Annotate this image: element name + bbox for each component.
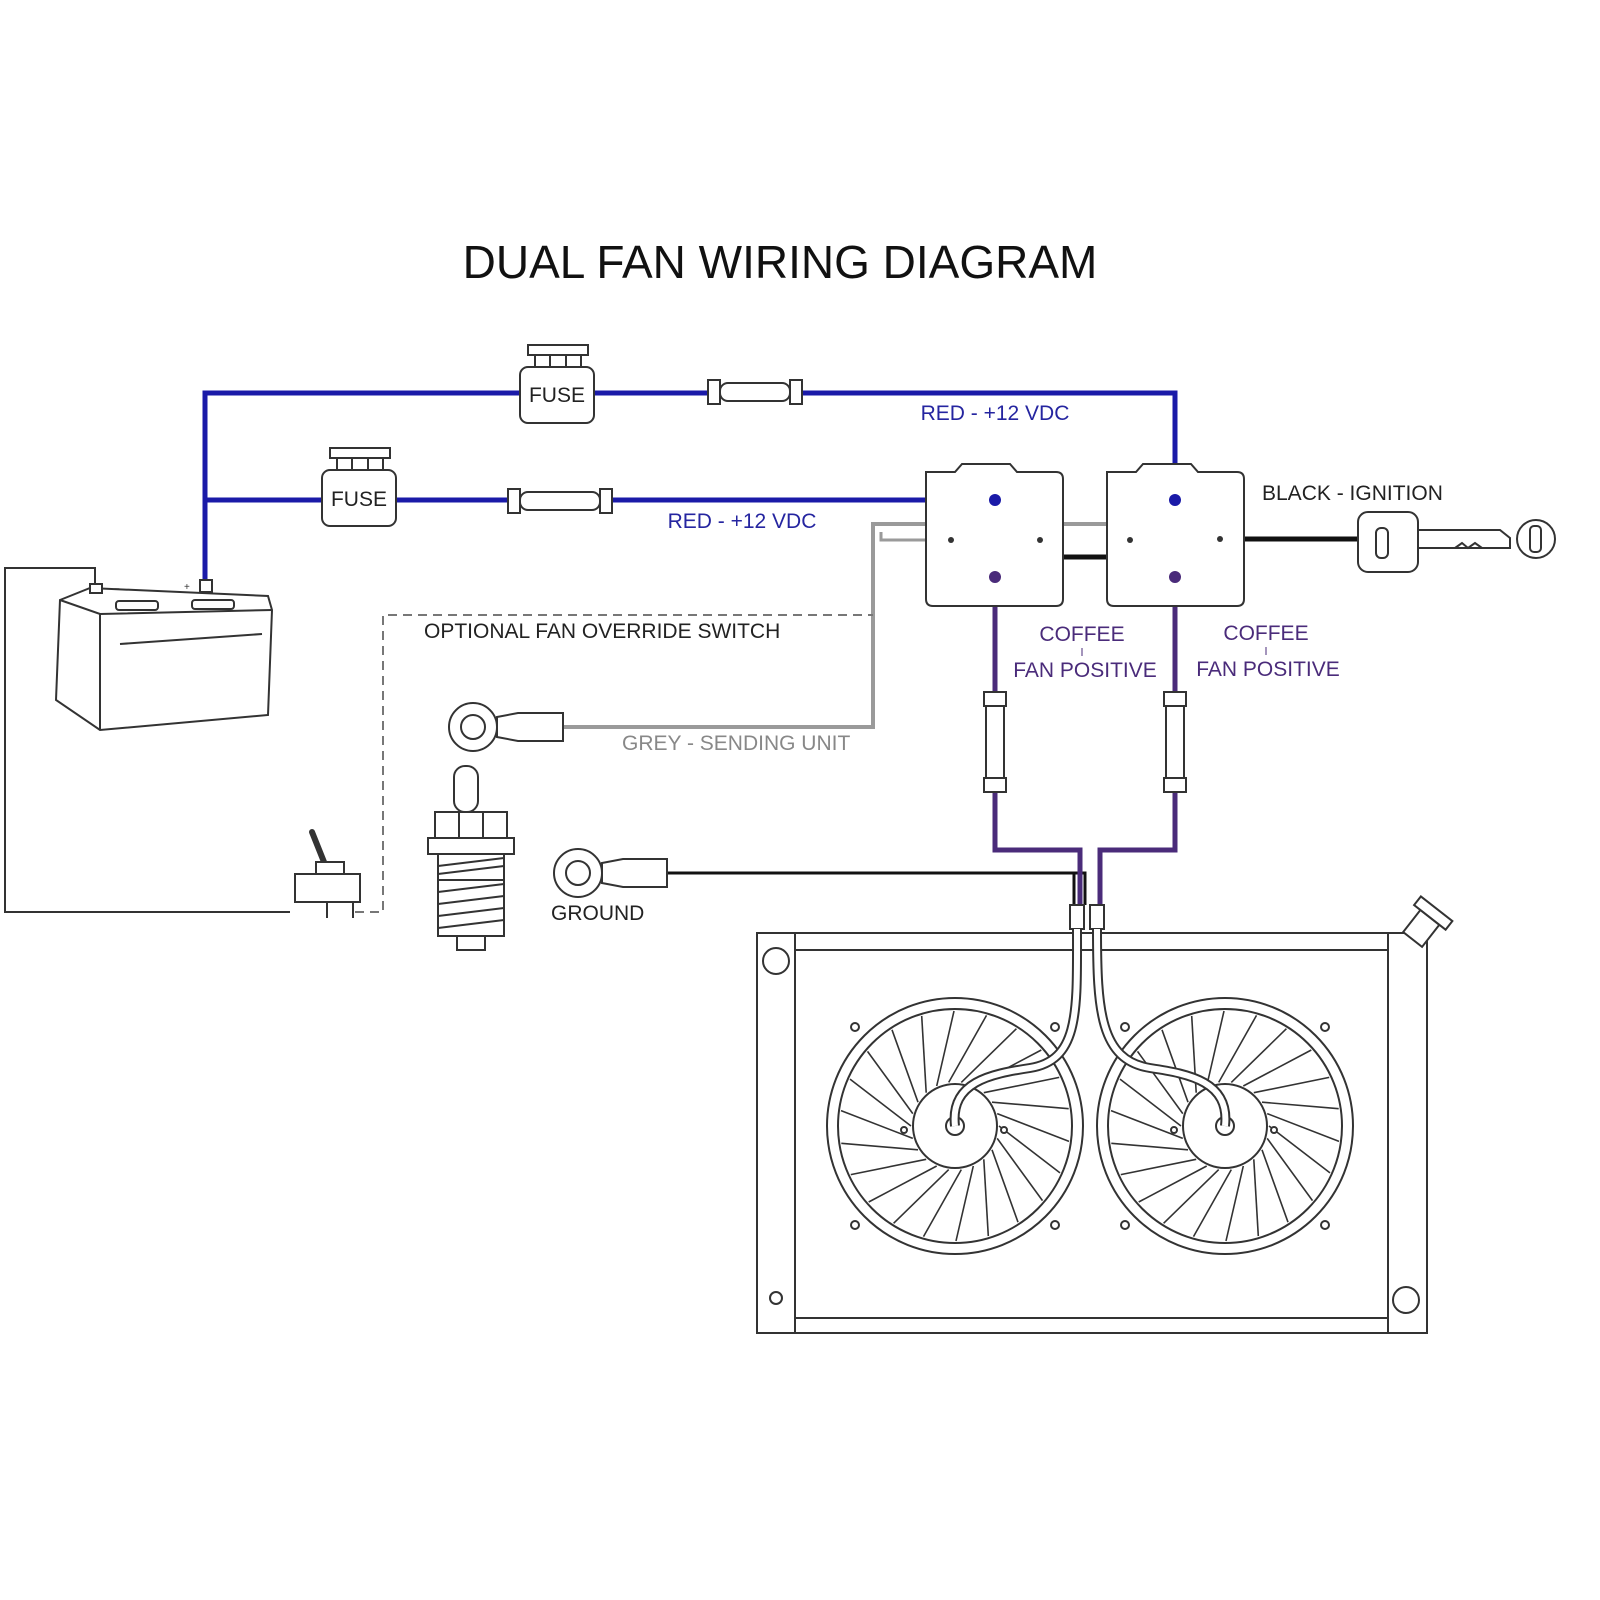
override-switch-label: OPTIONAL FAN OVERRIDE SWITCH [424,620,780,643]
fan-blade [866,1050,914,1115]
battery-icon: − + [54,579,274,732]
fan-blade [1261,1149,1289,1223]
relay-right [1106,463,1245,607]
fan-positive-left-line2: FAN POSITIVE [1013,659,1157,682]
fan-blade [1242,1049,1312,1087]
fuse-upper: FUSE [519,344,595,424]
fan-wire-harness [949,928,1231,1127]
override-switch-wire [4,567,290,913]
fuse-lower: FUSE [321,447,397,527]
fan-blade [935,1010,955,1087]
fan-blade [920,1015,927,1093]
fan-blade [1111,1142,1189,1151]
fuse-lower-label: FUSE [331,488,387,511]
red-wire-upper-label: RED - +12 VDC [921,402,1070,425]
fan-blade [1120,1158,1197,1176]
fan-blade [960,1028,1017,1083]
fan-blade [998,1125,1061,1174]
svg-text:+: + [184,582,190,593]
temperature-sending-unit-icon [427,765,515,951]
fan-blade [991,1101,1069,1110]
fan-harness-connector [1069,904,1105,930]
relay-left [925,463,1064,607]
fan-positive-right-line1: COFFEE [1223,622,1308,645]
fan-blade [983,1159,990,1237]
fan-blade [1230,1028,1287,1083]
fan-blade [1225,1165,1245,1242]
fan-blade [849,1078,912,1127]
fan-connector-right [1163,691,1187,793]
butt-connector-upper [707,379,803,405]
red-wire-lower-label: RED - +12 VDC [668,510,817,533]
black-wire-label: BLACK - IGNITION [1262,482,1443,505]
red-wire-upper [202,390,1178,590]
fan-blade [983,1076,1060,1094]
grey-wire-label: GREY - SENDING UNIT [622,732,850,755]
butt-connector-lower [507,488,613,514]
fan-blade [1161,1029,1189,1103]
ground-ring-terminal [553,848,668,898]
fan-blade [1268,1125,1331,1174]
sending-unit-ring-terminal [448,702,564,752]
override-toggle-switch-icon [294,829,361,918]
fan-positive-right-line2: FAN POSITIVE [1196,658,1340,681]
fan-blade [1119,1078,1182,1127]
fan-blade [996,1112,1070,1143]
fuse-upper-label: FUSE [529,384,585,407]
fan-connector-left [983,691,1007,793]
fan-blade [1136,1050,1184,1115]
fan-blade [850,1158,927,1176]
override-dashed-line [355,614,873,913]
fan-positive-left-line1: COFFEE [1039,623,1124,646]
svg-text:−: − [114,584,120,595]
fan-blade [1261,1101,1339,1110]
fan-blade [996,1137,1044,1202]
fan-blade [948,1015,988,1083]
fan-blade [1266,1137,1314,1202]
fan-blade [922,1169,962,1237]
ground-wire [667,871,1087,905]
fan-blade [891,1029,919,1103]
fan-blade [1253,1076,1330,1094]
fan-blade [1163,1169,1220,1224]
fan-blade [1266,1112,1340,1143]
fan-blade [1253,1159,1260,1237]
fan-blade [991,1149,1019,1223]
fan-blade [1110,1109,1184,1140]
ground-label: GROUND [551,902,644,925]
ignition-key-icon [1357,511,1556,573]
fan-blade [841,1142,919,1151]
diagram-title: DUAL FAN WIRING DIAGRAM [463,236,1098,288]
fan-blade [840,1109,914,1140]
fan-blade [1192,1169,1232,1237]
fan-blade [893,1169,950,1224]
fan-blade [868,1165,938,1203]
fan-blade [1218,1015,1258,1083]
fan-blade [955,1165,975,1242]
fan-blade [1205,1010,1225,1087]
fan-blade [1138,1165,1208,1203]
